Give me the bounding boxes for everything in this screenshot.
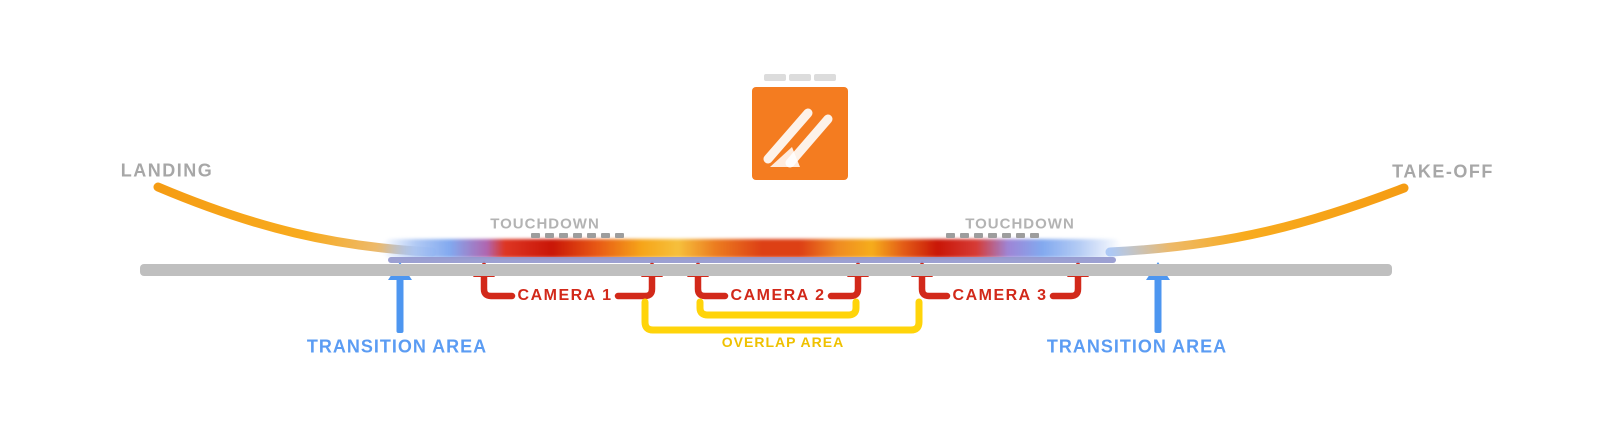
camera-3-label: CAMERA 3 [952,287,1048,304]
takeoff-label: TAKE-OFF [1392,161,1494,182]
overlap-brackets [641,298,923,334]
touchdown-zone-label-left: TOUCHDOWN [490,215,600,233]
logo-wordmark [764,74,836,81]
camera-2-bracket [694,272,862,300]
transition-area-label-left: TRANSITION AREA [306,336,488,357]
overlap-inner-bracket [696,298,860,319]
camera-3-bracket [918,272,1082,300]
touchdown-zone-label-right: TOUCHDOWN [965,215,1075,233]
camera-2-label: CAMERA 2 [730,287,826,304]
transition-area-label-right: TRANSITION AREA [1046,336,1228,357]
company-logo [752,87,848,180]
takeoff-path-curve [1105,183,1409,257]
touchdown-zone-markings-right [946,233,1039,238]
camera-1-bracket [480,272,656,300]
landing-label: LANDING [120,160,214,181]
runway-bar [140,264,1392,276]
touchdown-zone-markings-left [531,233,624,238]
runway-centerline-stripe [388,257,1116,263]
overlap-outer-bracket [641,298,923,334]
runway-heatmap-band [382,239,1122,258]
overlap-area-label: OVERLAP AREA [721,334,845,350]
camera-1-label: CAMERA 1 [517,287,613,304]
logo-glyph-icon [763,108,833,168]
